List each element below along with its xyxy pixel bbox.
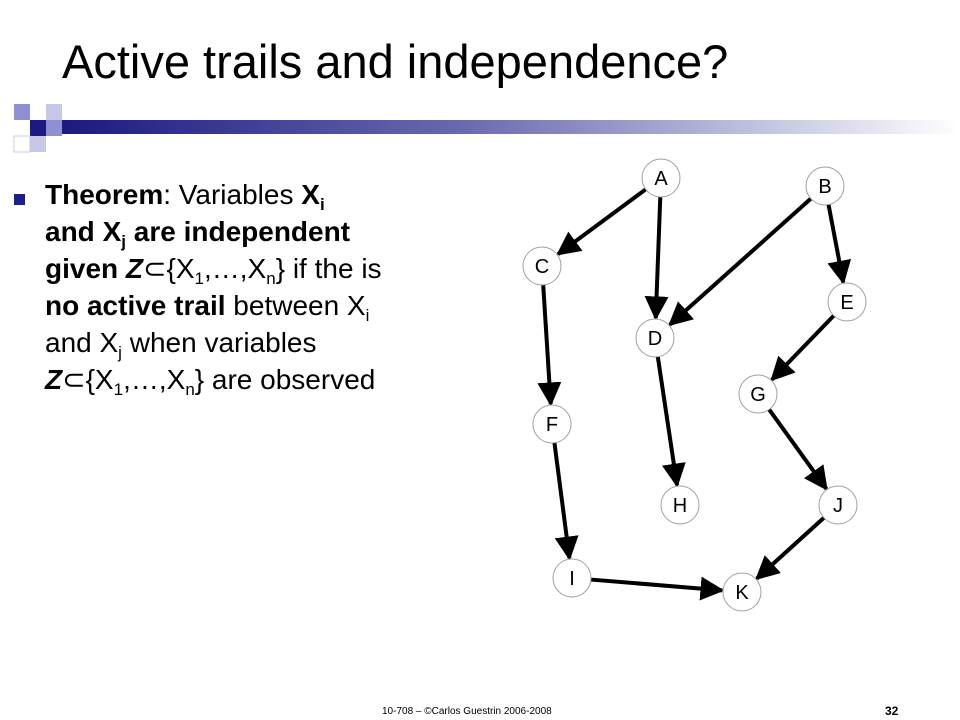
- subscript-n: n: [185, 380, 195, 399]
- node-k: K: [722, 572, 762, 612]
- node-circle: [522, 246, 562, 286]
- node-label: J: [833, 495, 843, 517]
- theorem-part: } if the is: [275, 253, 382, 284]
- subscript-1: 1: [113, 380, 124, 399]
- title-underline-bar: [62, 120, 960, 134]
- node-label: D: [648, 328, 662, 350]
- node-label: I: [569, 568, 575, 590]
- subset-symbol: ⊂: [62, 364, 86, 395]
- node-label: B: [818, 176, 831, 198]
- node-label: H: [673, 495, 687, 517]
- edge-j-k: [755, 516, 826, 581]
- var-x: X: [301, 179, 320, 210]
- node-a: A: [641, 158, 681, 198]
- edge-a-d: [644, 196, 669, 321]
- node-circle: [818, 485, 858, 525]
- node-circle: [635, 318, 675, 358]
- node-circle: [722, 572, 762, 612]
- decor-square: [14, 104, 30, 120]
- header-decoration: [13, 104, 960, 153]
- node-label: F: [546, 414, 558, 436]
- node-i: I: [552, 558, 592, 598]
- bullet-square: [14, 194, 25, 205]
- node-f: F: [532, 404, 572, 444]
- theorem-part: and: [45, 216, 103, 247]
- decor-square: [30, 136, 46, 152]
- edge-b-e: [826, 204, 852, 285]
- subscript-1: 1: [194, 269, 204, 288]
- theorem-part: when variables: [121, 327, 317, 358]
- theorem-part: ,…,X: [123, 364, 186, 395]
- edge-d-h: [655, 356, 686, 488]
- var-x: X: [102, 216, 122, 247]
- node-circle: [805, 166, 845, 206]
- node-c: C: [522, 246, 562, 286]
- theorem-label: Theorem: [45, 179, 164, 210]
- node-circle: [552, 558, 592, 598]
- theorem-part: and X: [45, 327, 119, 358]
- node-circle: [641, 158, 681, 198]
- decor-square: [46, 104, 62, 120]
- edge-f-i: [552, 442, 579, 561]
- node-label: A: [654, 168, 668, 190]
- node-label: K: [735, 582, 749, 604]
- theorem-part: ,…,X: [204, 253, 267, 284]
- theorem-part: {X: [85, 364, 114, 395]
- edge-a-c: [556, 187, 647, 256]
- node-b: B: [805, 166, 845, 206]
- node-label: E: [840, 292, 853, 314]
- node-g: G: [738, 374, 778, 414]
- node-j: J: [818, 485, 858, 525]
- subscript-i: i: [319, 195, 325, 214]
- subscript-j: j: [118, 343, 122, 362]
- subset-symbol: ⊂: [143, 253, 167, 284]
- node-circle: [738, 374, 778, 414]
- edge-b-d: [668, 197, 813, 327]
- edge-e-g: [770, 314, 836, 382]
- theorem-part: {X: [166, 253, 195, 284]
- theorem-part: between X: [225, 290, 366, 321]
- slide-title: Active trails and independence?: [62, 35, 729, 88]
- theorem-part: given: [45, 253, 126, 284]
- edge-c-f: [537, 284, 562, 407]
- theorem-part: are independent: [125, 216, 351, 247]
- var-z: Z: [125, 253, 144, 284]
- node-circle: [532, 404, 572, 444]
- edge-i-k: [590, 576, 725, 601]
- subscript-i: i: [365, 306, 370, 325]
- subscript-j: j: [121, 232, 126, 251]
- node-circle: [660, 485, 700, 525]
- node-d: D: [635, 318, 675, 358]
- no-active-trail-phrase: no active trail: [45, 290, 226, 321]
- theorem-part: } are observed: [194, 364, 376, 395]
- decor-square: [46, 120, 62, 136]
- decor-square: [30, 120, 46, 136]
- subscript-n: n: [266, 269, 276, 288]
- page-number: 32: [885, 704, 899, 718]
- node-label: C: [535, 256, 549, 278]
- node-e: E: [827, 282, 867, 322]
- node-label: G: [750, 384, 766, 406]
- node-h: H: [660, 485, 700, 525]
- var-z: Z: [45, 364, 63, 395]
- slide-footer: 10-708 – ©Carlos Guestrin 2006-2008: [382, 706, 552, 717]
- node-circle: [827, 282, 867, 322]
- theorem-part: : Variables: [163, 179, 302, 210]
- edge-g-j: [767, 408, 828, 491]
